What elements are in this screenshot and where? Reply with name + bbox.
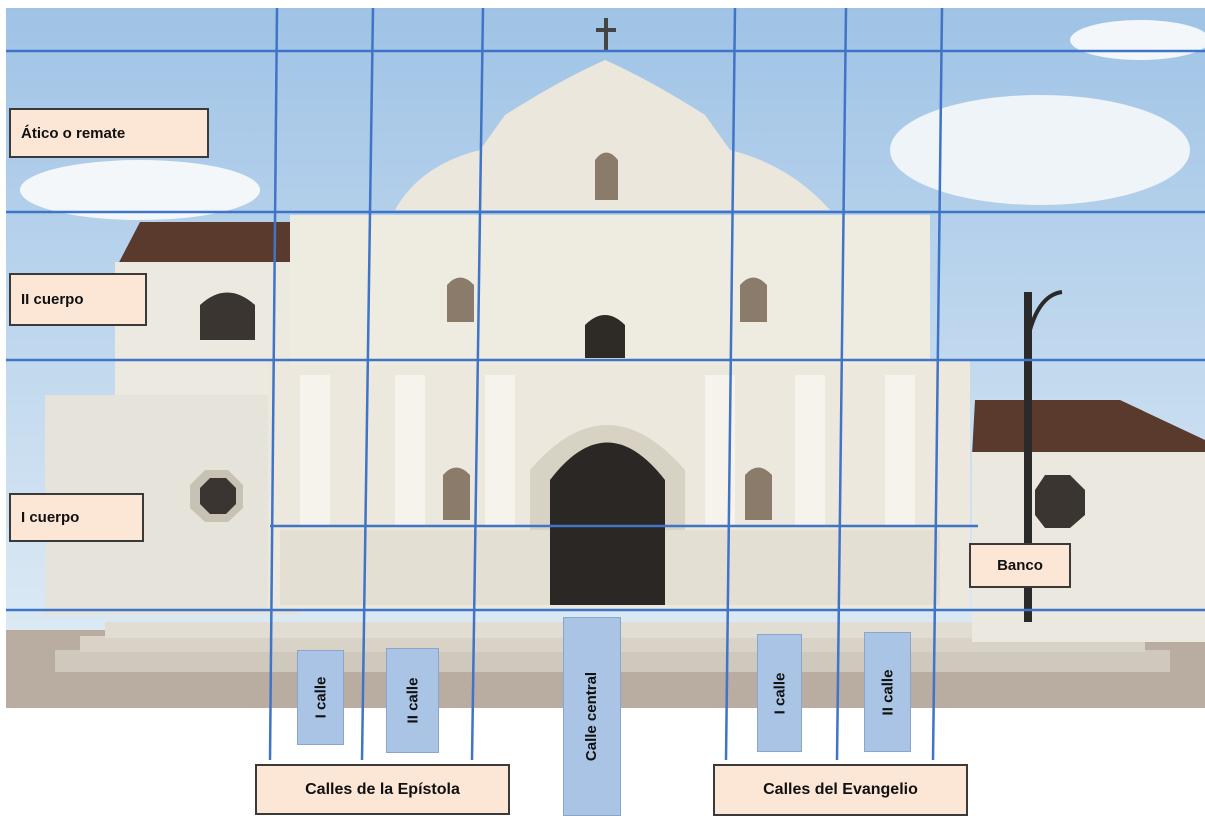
banco-gap (550, 530, 665, 605)
label-calles-del-evangelio: Calles del Evangelio (713, 764, 968, 816)
lamp-arm (1028, 290, 1063, 331)
cross (604, 18, 608, 52)
cloud (890, 95, 1190, 205)
grid-line-vertical (470, 7, 485, 761)
street-text: II calle (879, 669, 896, 715)
niche (595, 152, 618, 200)
street-text: Calle central (583, 671, 601, 762)
street-text: II calle (404, 677, 421, 724)
label-epistola-ii-calle: II calle (386, 648, 439, 753)
grid-line-vertical (931, 7, 944, 761)
cloud (20, 160, 260, 220)
column (795, 375, 825, 525)
label-calle-central: Calle central (563, 617, 621, 816)
grid-line-vertical (724, 7, 737, 761)
label-ii-cuerpo: II cuerpo (9, 273, 147, 326)
label-evangelio-i-calle: I calle (757, 634, 802, 752)
label-evangelio-ii-calle: II calle (864, 632, 911, 752)
left-arch-window (200, 292, 255, 340)
street-text: I calle (770, 672, 788, 714)
label-calles-de-la-epistola: Calles de la Epístola (255, 764, 510, 815)
niche (447, 277, 474, 322)
niche (443, 467, 470, 520)
column (395, 375, 425, 525)
choir-window (585, 315, 625, 358)
grid-line-vertical (360, 7, 375, 761)
facade-attic (395, 60, 830, 210)
niche (740, 277, 767, 322)
column (485, 375, 515, 525)
octagon-window-right (1035, 475, 1085, 528)
label-atico-o-remate: Ático o remate (9, 108, 209, 158)
street-text: I calle (311, 676, 329, 719)
label-banco: Banco (969, 543, 1071, 588)
grid-line-vertical (835, 7, 848, 761)
grid-line-vertical (268, 7, 279, 761)
label-epistola-i-calle: I calle (297, 650, 344, 745)
label-i-cuerpo: I cuerpo (9, 493, 144, 542)
column (300, 375, 330, 525)
column (885, 375, 915, 525)
lamp-post (1024, 292, 1032, 622)
niche (745, 467, 772, 520)
octagon-window-inner (200, 478, 236, 514)
cross (596, 28, 616, 32)
